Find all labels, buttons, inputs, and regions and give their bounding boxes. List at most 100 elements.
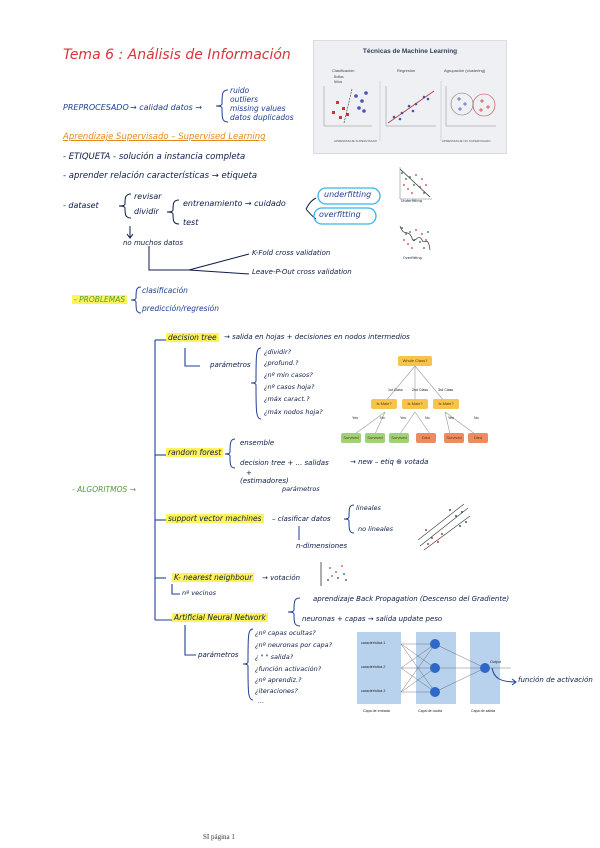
tree-leaf-6: Died [468,433,488,443]
ml-techniques-figure: Técnicas de Machine Learning Clasificaci… [313,40,507,154]
knn-name: K- nearest neighbour [172,573,255,582]
ann-param-2: ¿nº neuronas por capa? [255,641,333,649]
random-forest-ensemble: ensemble [240,439,275,447]
kfold-label: K-Fold cross validation [252,249,331,257]
tree-leaf-5: Survived [444,433,464,443]
decision-tree-figure-lines [354,365,476,435]
dividir-entrenamiento: entrenamiento → cuidado [183,199,286,208]
svm-no-lineales: no lineales [358,525,394,533]
nn-layer-input: Capa de entrada [363,709,390,713]
svm-lineales: lineales [356,504,381,512]
overfitting-figure-caption: Overfitting [403,256,422,260]
random-forest-parametros: parámetros [282,485,320,493]
ml-header-regression: Regresión [397,68,416,73]
cv-branches [148,246,250,275]
knn-vecinos: nº vecinos [182,589,216,597]
tree-yes-3: Yes [448,416,454,420]
ml-footer-supervised: APRENDIZAJE SUPERVISADO [334,139,378,143]
page-footer: SI página 1 [203,833,235,841]
svm-name: support vector machines [166,514,264,523]
ann-funcion-activacion: función de activación [518,676,593,684]
decision-tree-param-6: ¿máx nodos hoja? [264,408,323,416]
underfitting-figure-caption: Underfitting [401,199,422,203]
random-forest-item: random forest [166,448,224,457]
svm-connector [298,526,300,540]
random-forest-new: → new – etiq ⊕ votada [350,458,429,466]
ann-param-1: ¿nº capas ocultas? [255,629,316,637]
problemas-brace [130,286,142,314]
random-forest-name: random forest [166,448,224,457]
algoritmos-label: - ALGORITMOS → [72,485,136,494]
ml-footer-unsupervised: APRENDIZAJE NO SUPERVISADO [442,139,491,143]
underfitting-label: underfitting [324,190,372,199]
problemas-clasificacion: clasificación [142,286,188,295]
nn-figure-lines [400,639,511,697]
random-forest-plus: + [246,469,252,477]
problemas-prediccion: predicción/regresión [142,304,219,313]
nn-output: Output [490,660,501,664]
random-forest-brace [224,438,236,469]
preprocesado-arrow: → calidad datos → [130,103,203,112]
tree-no-2: No [425,416,430,420]
decision-tree-param-4: ¿nº casos hoja? [264,383,315,391]
supervised-relacion: - aprender relación características → et… [63,171,258,181]
ann-param-6: ¿iteraciones? [255,687,298,695]
preprocesado-label: PREPROCESADO [63,103,129,112]
ml-figure-title: Técnicas de Machine Learning [362,48,458,55]
ann-param-7: ... [258,697,265,705]
preprocesado-brace [215,89,229,123]
preprocesado-item-2: outliers [230,95,259,104]
nn-layer-output: Capa de salida [471,709,495,713]
svm-dimensiones: n-dimensiones [296,542,348,550]
underfitting-figure [399,167,432,200]
tree-no-1: No [380,416,385,420]
dataset-brace [118,193,132,219]
ml-header-classification: Clasificación [332,68,355,73]
ann-name: Artificial Neural Network [172,613,268,622]
decision-tree-name: decision tree [166,333,219,342]
dataset-dividir: dividir [134,207,159,216]
tree-mid-node-1: Is Male? [371,399,397,409]
nn-input-2: característica 2 [361,665,386,669]
overfitting-figure [399,225,431,251]
ml-legend-1: Bolitas [334,75,344,79]
decision-tree-item: decision tree [166,333,219,342]
tree-branch-1: 1st Class [388,388,403,392]
decision-tree-param-2: ¿profund.? [264,359,299,367]
supervised-heading: Aprendizaje Supervisado – Supervised Lea… [63,132,266,142]
down-arrow [126,226,134,239]
supervised-dataset: - dataset [63,201,99,210]
decision-tree-param-5: ¿máx caract.? [264,395,310,403]
tree-mid-node-2: Is Male? [402,399,428,409]
tree-leaf-3: Survived [389,433,409,443]
problemas-label-text: - PROBLEMAS [72,295,128,304]
dividir-brace [166,199,180,225]
random-forest-combo: decision tree + ... salidas [240,459,329,467]
ann-neuronas: neuronas + capas → salida update peso [302,615,443,623]
tree-leaf-1: Survived [341,433,361,443]
nn-layer-hidden: Capa de oculta [418,709,443,713]
svm-desc: – clasificar datos [272,515,331,523]
ann-param-5: ¿nº aprendiz.? [255,676,302,684]
decision-tree-param-1: ¿dividir? [264,348,292,356]
fitting-bubbles [305,187,381,225]
svm-item: support vector machines [166,514,264,523]
preprocesado-item-1: ruido [230,86,250,95]
nn-input-1: característica 1 [361,641,386,645]
svm-brace [343,504,355,534]
activation-arrow [491,667,517,686]
ann-item: Artificial Neural Network [172,613,268,622]
decision-tree-desc: → salida en hojas + decisiones en nodos … [224,333,410,341]
tree-yes-2: Yes [400,416,406,420]
ml-figure-plots [323,81,496,141]
svm-figure [417,503,471,551]
nn-input-layer-box [357,632,401,704]
preprocesado-item-3: missing values [230,104,286,113]
tree-branch-3: 3rd Class [438,388,454,392]
overfitting-label: overfitting [319,210,361,219]
page-title: Tema 6 : Análisis de Información [63,47,291,63]
ml-legend-2: Niños [334,80,343,84]
knn-figure [320,562,347,586]
ann-brace [287,597,301,627]
